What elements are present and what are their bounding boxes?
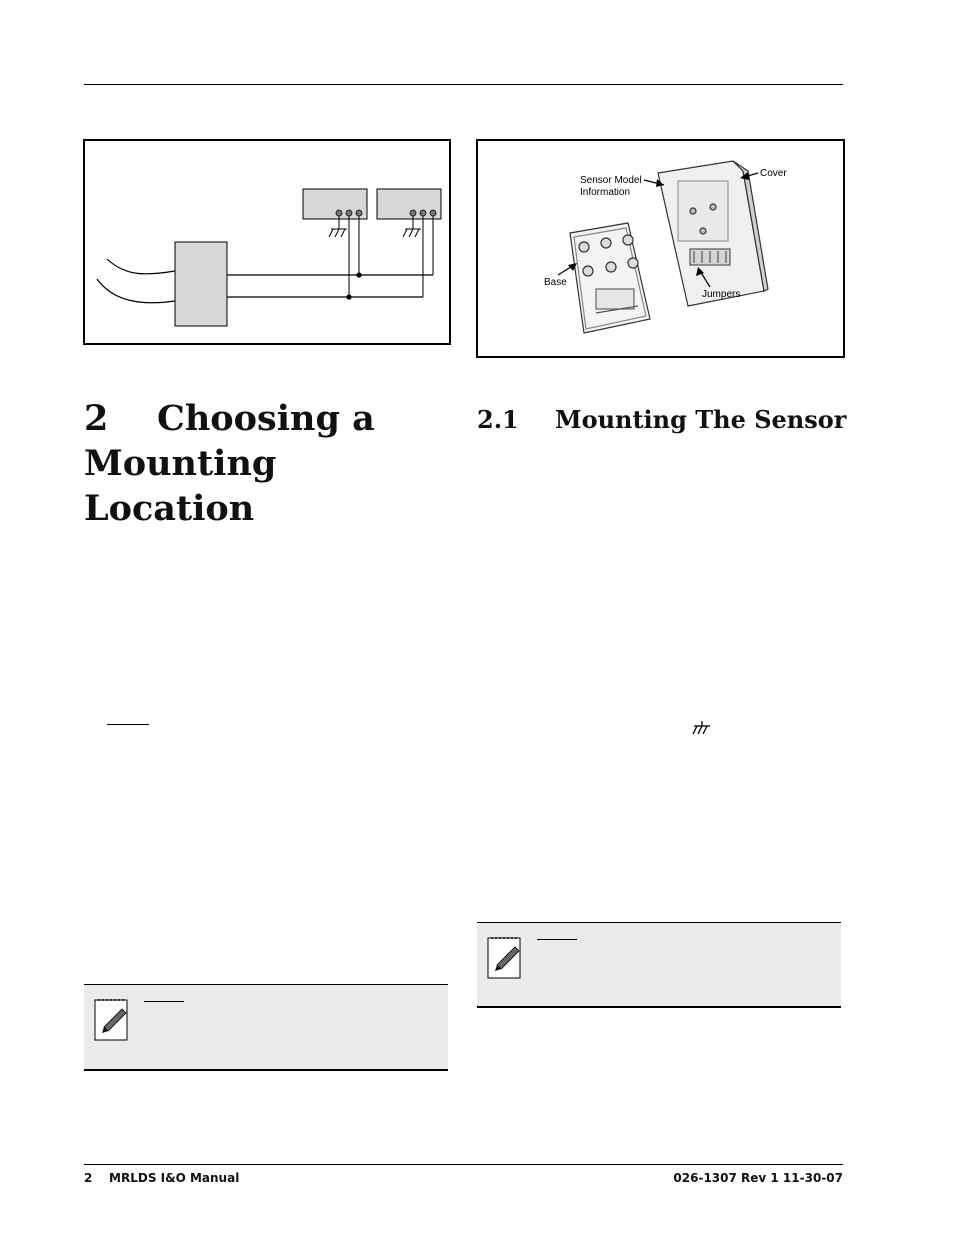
ground-symbol-2 <box>402 228 421 238</box>
note-underline <box>144 1001 184 1002</box>
junction-dot-lower <box>346 294 352 300</box>
junction-dot-upper <box>356 272 362 278</box>
arrow-base <box>568 263 577 271</box>
arrow-jumpers <box>696 267 704 276</box>
notepad-pencil-icon <box>487 937 521 979</box>
controller-box <box>174 241 228 327</box>
header-rule <box>84 84 843 85</box>
note-box-left <box>84 984 448 1071</box>
wiring-diagram-figure <box>83 139 451 345</box>
sensor-unit-1 <box>302 188 368 220</box>
label-jumpers: Jumpers <box>702 289 740 300</box>
ground-icon <box>692 721 710 735</box>
label-cover: Cover <box>760 168 787 179</box>
sensor-illustration: Sensor Model Information Cover Base Jump… <box>544 160 787 334</box>
short-rule-mark <box>107 724 149 725</box>
arrow-sensor-model <box>656 179 664 187</box>
wiring-diagram <box>96 188 442 327</box>
ground-symbol-1 <box>328 228 347 238</box>
label-sensor-model-line2: Information <box>580 187 630 198</box>
sensor-cover-drawing <box>657 160 769 307</box>
subsection-number: 2.1 <box>477 405 519 434</box>
label-base: Base <box>544 277 567 288</box>
notepad-pencil-icon <box>94 999 128 1041</box>
subsection-heading: 2.1 Mounting The Sensor <box>477 404 857 436</box>
footer-right: 026-1307 Rev 1 11-30-07 <box>673 1171 843 1185</box>
section-number: 2 <box>84 398 109 439</box>
section-title: Choosing a Mounting Location <box>84 398 375 529</box>
incoming-cable-lower <box>96 278 176 304</box>
label-sensor-model-line1: Sensor Model <box>580 175 642 186</box>
subsection-title: Mounting The Sensor <box>555 405 847 434</box>
footer-rule <box>84 1164 843 1165</box>
sensor-mounting-figure: Sensor Model Information Cover Base Jump… <box>476 139 845 358</box>
arrow-cover <box>740 172 749 180</box>
footer-left: 2 MRLDS I&O Manual <box>84 1171 240 1185</box>
incoming-cable-upper <box>106 258 176 275</box>
note-underline <box>537 939 577 940</box>
note-box-right <box>477 922 841 1008</box>
sensor-base-drawing <box>569 222 651 334</box>
